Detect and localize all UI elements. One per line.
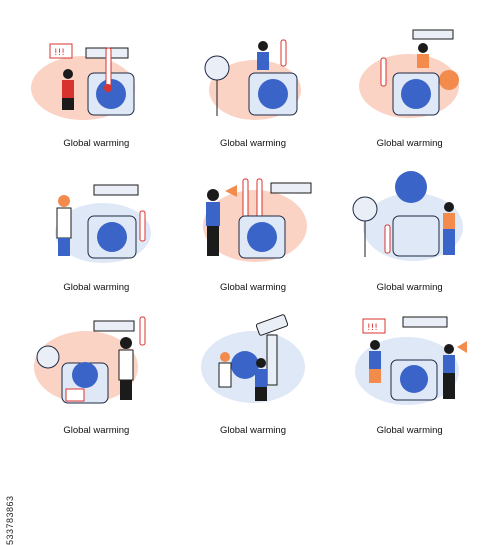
globe-icon [395,171,428,204]
thermometer-icon [105,47,112,89]
caption-2: Global warming [219,138,286,150]
thermometer-icon [280,39,287,67]
air-conditioner-icon [270,182,312,194]
person-icon [257,41,268,51]
caption-4: Global warming [63,281,130,293]
warning-sign-icon [65,388,85,402]
globe-icon [97,222,127,253]
person-icon [206,189,219,202]
sun-icon [439,70,460,90]
tile-1: !!! Global warming [18,18,175,161]
microscope-icon [255,313,288,336]
stock-id: 533783863 [5,495,15,545]
person-icon [120,336,132,349]
megaphone-icon [224,185,237,198]
tile-3: Global warming [331,18,488,161]
person-icon [219,351,230,362]
globe-icon [72,361,98,388]
tile-6-illustration [352,171,464,262]
tile-7: Global warming [18,305,175,448]
person-icon [58,195,70,208]
globe-icon [257,79,288,109]
air-conditioner-icon [93,184,139,196]
svg-text:!!!: !!! [54,48,65,58]
globe-icon [96,79,126,109]
globe-icon [400,364,429,393]
globe-icon [246,222,277,253]
fan-icon [352,196,378,222]
tile-3-illustration [359,29,460,118]
tile-4: Global warming [18,161,175,304]
tile-1-illustration: !!! [31,43,135,120]
tile-7-illustration [34,316,146,404]
thermometer-icon [380,57,387,87]
illustration-grid: !!! Global warming Global warming [18,18,488,448]
thermometer-icon [242,178,249,220]
caption-1: Global warming [63,138,130,150]
tile-6: Global warming [331,161,488,304]
caption-3: Global warming [376,138,443,150]
tile-9-illustration: !!! [355,316,468,405]
caption-6: Global warming [376,281,443,293]
person-icon [63,69,73,79]
air-conditioner-icon [402,316,448,328]
thermometer-icon [384,224,391,254]
warning-sign-icon [362,318,386,334]
person-icon [444,202,455,213]
caption-9: Global warming [376,424,443,436]
caption-5: Global warming [219,281,286,293]
tile-4-illustration [55,184,151,264]
thermometer-icon [139,316,146,346]
ice-cube-icon [392,215,440,257]
tile-2-illustration [204,39,301,120]
tile-9: !!! Global warming [331,305,488,448]
tile-8-illustration [200,313,305,403]
caption-7: Global warming [63,424,130,436]
air-conditioner-icon [412,29,454,40]
thermometer-icon [139,210,146,242]
tile-5-illustration [202,178,312,263]
svg-text:!!!: !!! [367,323,378,333]
globe-icon [401,79,432,109]
warning-sign-icon [49,43,73,59]
caption-8: Global warming [219,424,286,436]
person-icon [418,43,429,53]
stock-strip: 533783863 [0,0,15,545]
tile-2: Global warming [175,18,332,161]
fan-icon [204,55,230,81]
air-conditioner-icon [93,320,135,332]
globe-icon [230,350,259,379]
fan-icon [36,345,60,369]
tile-8: Global warming [175,305,332,448]
megaphone-icon [457,340,468,353]
person-icon [370,339,381,350]
tile-5: Global warming [175,161,332,304]
